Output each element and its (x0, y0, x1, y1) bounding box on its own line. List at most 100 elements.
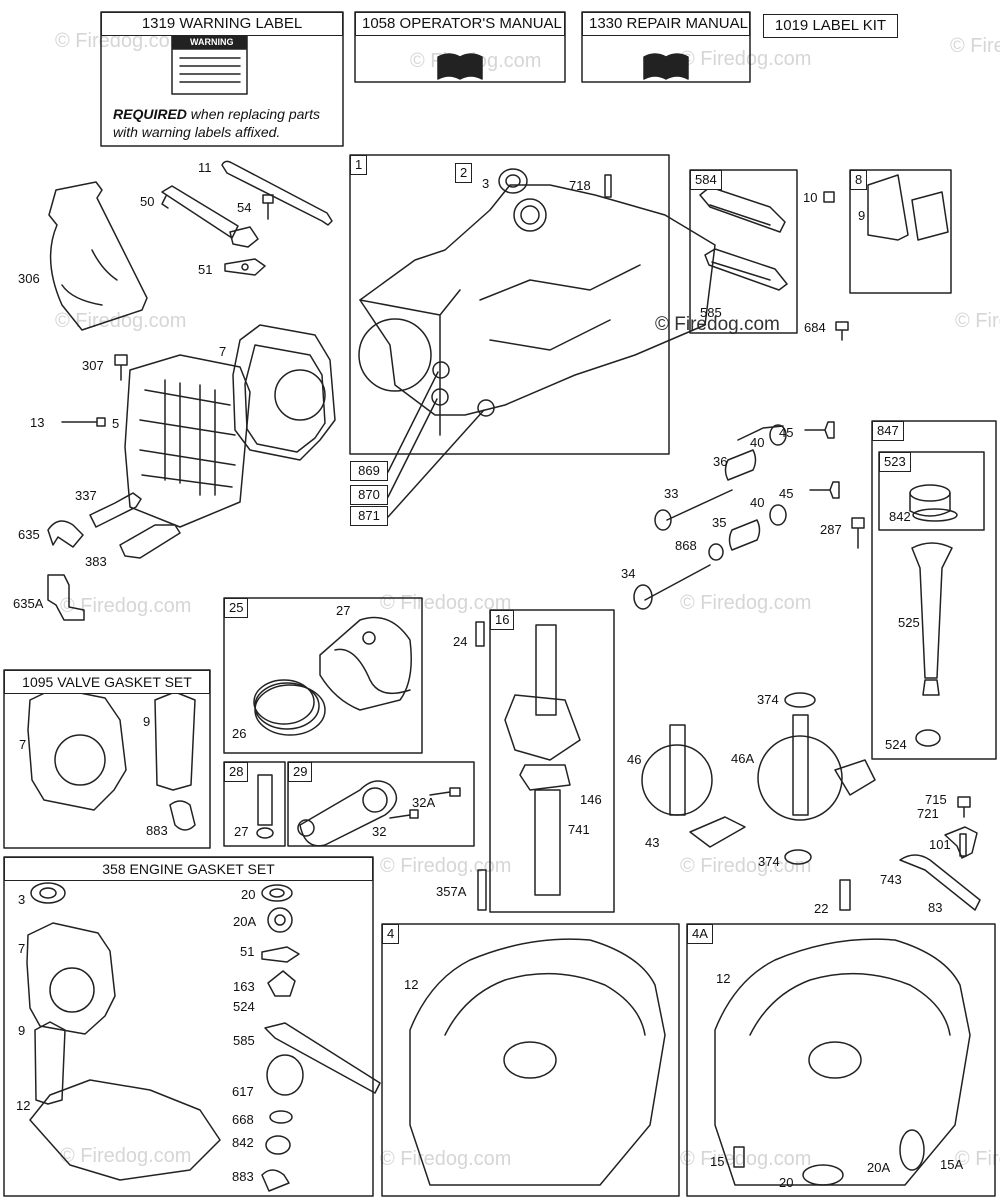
part-label: 883 (232, 1169, 254, 1184)
part-label: 101 (929, 837, 951, 852)
part-label: 20A (867, 1160, 891, 1175)
part-label: 287 (820, 522, 842, 537)
group-tag-847: 847 (872, 421, 904, 441)
part-label: 721 (917, 806, 939, 821)
part-label: 3 (18, 892, 26, 907)
warning-note-rest: when replacing parts (186, 106, 320, 122)
part-label: 383 (85, 554, 107, 569)
group-tag-4: 4 (382, 924, 400, 944)
operators-manual-title: 1058 OPERATOR'S MANUAL (355, 12, 565, 36)
part-label: 27 (336, 603, 351, 618)
part-label: 9 (858, 208, 866, 223)
watermark: © Firedog.com (55, 310, 187, 332)
part-label: 883 (146, 823, 168, 838)
part-label: 743 (880, 872, 902, 887)
group-tag-16: 16 (490, 610, 515, 630)
part-label: 525 (898, 615, 920, 630)
part-label: 20A (233, 914, 257, 929)
part-label: 46 (627, 752, 642, 767)
group-tag-8: 8 (850, 170, 868, 190)
group-tag-2: 2 (455, 163, 473, 183)
part-label: 635A (13, 596, 44, 611)
part-label: 11 (198, 160, 212, 175)
part-label: 585 (233, 1033, 255, 1048)
warning-label-title: 1319 WARNING LABEL (101, 12, 343, 36)
watermark: © Firedog.com (680, 592, 812, 614)
part-label: 22 (814, 901, 829, 916)
part-label: 306 (18, 271, 40, 286)
part-label: 54 (237, 200, 252, 215)
part-label: 40 (750, 435, 765, 450)
part-label: 43 (645, 835, 660, 850)
part-label: 45 (779, 425, 794, 440)
part-label: 45 (779, 486, 794, 501)
part-label: 27 (234, 824, 249, 839)
part-label: 524 (233, 999, 255, 1014)
part-label: 307 (82, 358, 104, 373)
warning-note-bold: REQUIRED (113, 106, 187, 122)
part-label: 50 (140, 194, 155, 209)
watermark: © Firedog.com (60, 1145, 192, 1167)
part-label: 36 (713, 454, 728, 469)
group-tag-25: 25 (224, 598, 249, 618)
part-label: 83 (928, 900, 943, 915)
part-label: 337 (75, 488, 97, 503)
part-label: 7 (19, 737, 27, 752)
part-label: 34 (621, 566, 636, 581)
part-label: 15A (940, 1157, 964, 1172)
part-label: 163 (233, 979, 255, 994)
part-label: 357A (436, 884, 467, 899)
group-tag-584: 584 (690, 170, 722, 190)
engine-gasket-set-title: 358 ENGINE GASKET SET (4, 857, 373, 881)
part-label: 12 (16, 1098, 31, 1113)
part-label: 12 (716, 971, 731, 986)
part-label: 3 (482, 176, 490, 191)
part-label: 24 (453, 634, 468, 649)
watermark: © Firedog.com (410, 50, 542, 72)
group-tag-1: 1 (350, 155, 368, 175)
watermark: © Firedog.com (680, 48, 812, 70)
part-label: 12 (404, 977, 419, 992)
part-label: 51 (240, 944, 255, 959)
part-label: 7 (219, 344, 227, 359)
part-label: 868 (675, 538, 697, 553)
part-label: 146 (580, 792, 602, 807)
watermark: © Firedog.com (380, 855, 512, 877)
part-label: 40 (750, 495, 765, 510)
part-label: 635 (18, 527, 40, 542)
watermark: © Firedog.com (955, 310, 1000, 332)
group-tag-28: 28 (224, 762, 249, 782)
part-label: 842 (232, 1135, 254, 1150)
watermark: © Firedog.com (680, 855, 812, 877)
watermark: © Firedog.com (680, 1148, 812, 1170)
part-label: 20 (241, 887, 256, 902)
part-label: 51 (198, 262, 213, 277)
part-label: 718 (569, 178, 591, 193)
part-label: 617 (232, 1084, 254, 1099)
part-869-callout: 869 (350, 461, 388, 481)
part-label: 524 (885, 737, 907, 752)
part-label: 374 (757, 692, 779, 707)
part-label: 10 (803, 190, 818, 205)
part-label: 585 (700, 305, 722, 320)
part-label: 46A (731, 751, 755, 766)
group-tag-523: 523 (879, 452, 911, 472)
part-label: 32A (412, 795, 436, 810)
part-label: 13 (30, 415, 45, 430)
part-label: 374 (758, 854, 780, 869)
part-870-callout: 870 (350, 485, 388, 505)
part-label: 32 (372, 824, 387, 839)
part-label: 741 (568, 822, 590, 837)
group-tag-4a: 4A (687, 924, 713, 944)
part-label: 20 (779, 1175, 794, 1190)
part-label: 684 (804, 320, 826, 335)
part-label: 35 (712, 515, 727, 530)
part-label: 715 (925, 792, 947, 807)
part-label: 7 (18, 941, 26, 956)
group-tag-29: 29 (288, 762, 313, 782)
watermark: © Firedog.com (950, 35, 1000, 57)
part-label: 15 (710, 1154, 725, 1169)
part-label: 668 (232, 1112, 254, 1127)
warning-note-line2: with warning labels affixed. (113, 124, 281, 140)
part-label: 26 (232, 726, 247, 741)
